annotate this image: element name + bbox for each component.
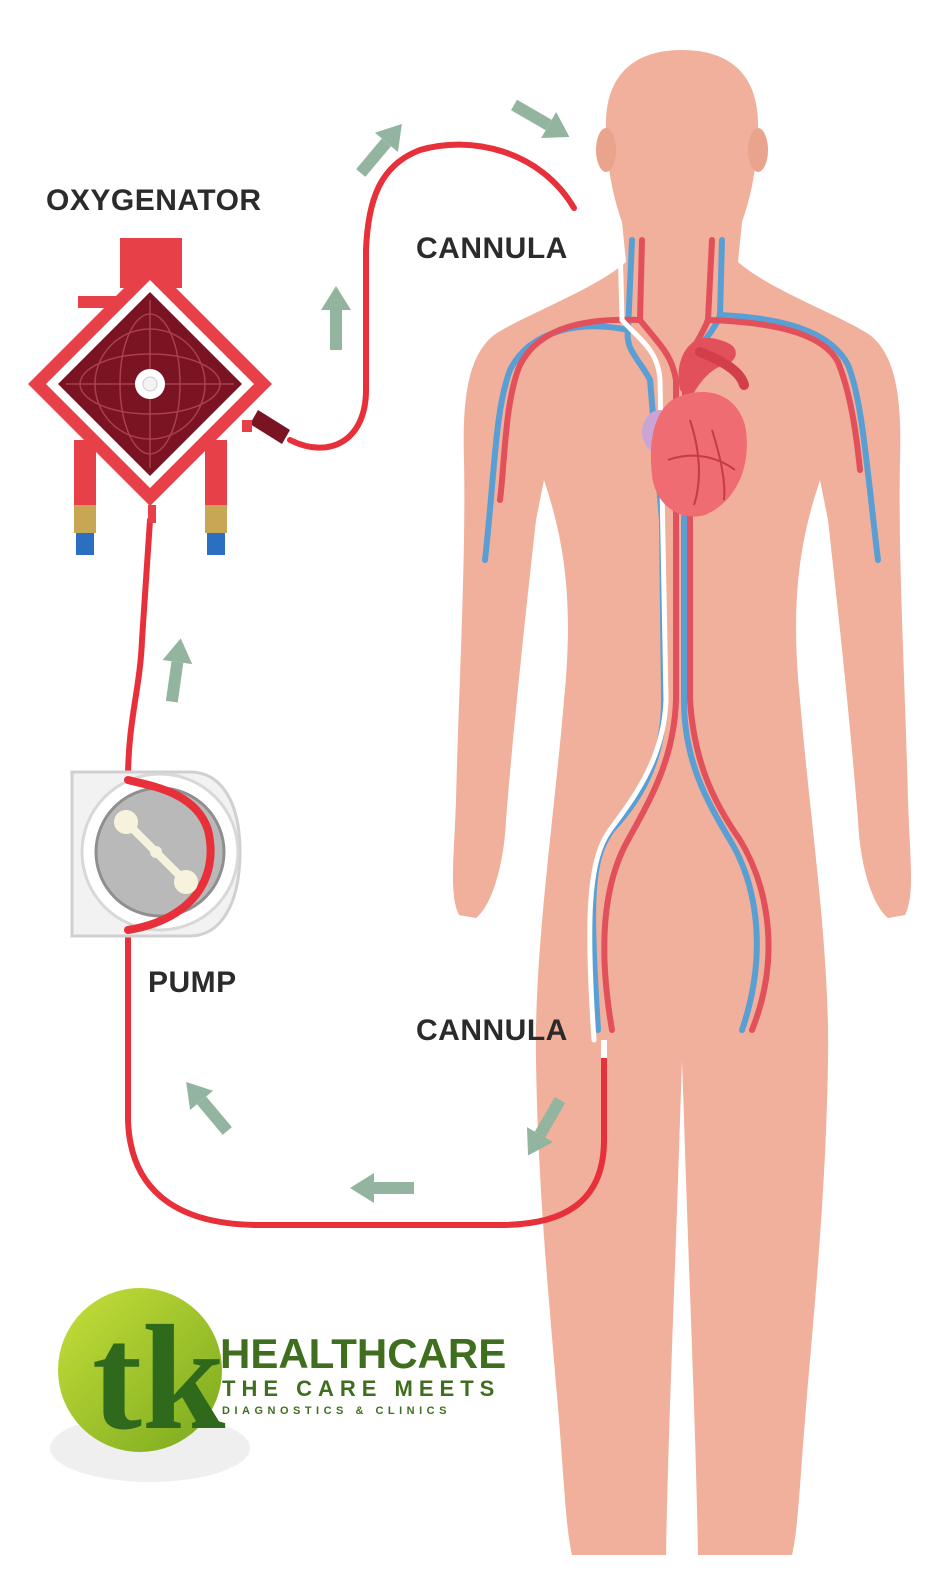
logo-mark: tk <box>92 1295 226 1461</box>
human-body <box>452 50 912 1555</box>
arrow-up-right <box>321 286 351 350</box>
cannula-top-label: CANNULA <box>416 232 568 265</box>
drain-tube <box>125 927 607 1228</box>
oxygenator <box>28 238 290 555</box>
logo-brand: HEALTHCARE <box>220 1330 506 1377</box>
arrow-up-left <box>162 638 193 703</box>
arrow-to-head <box>511 99 570 138</box>
logo-subline: DIAGNOSTICS & CLINICS <box>222 1405 451 1417</box>
cannula-bottom-label: CANNULA <box>416 1014 568 1047</box>
pump-label: PUMP <box>148 966 237 999</box>
oxygenator-label: OXYGENATOR <box>46 184 262 217</box>
flow-arrows <box>162 99 570 1203</box>
tk-healthcare-logo: tk HEALTHCARE THE CARE MEETS DIAGNOSTICS… <box>50 1288 506 1482</box>
return-tube <box>287 141 577 451</box>
arrow-lower-left <box>186 1081 232 1135</box>
cannula-line <box>587 237 669 1043</box>
logo-lime-circle <box>58 1288 222 1452</box>
pump <box>70 770 242 938</box>
arrow-down-from-leg <box>527 1097 566 1156</box>
heart <box>642 337 749 517</box>
arrow-top-curve <box>356 123 402 177</box>
logo-tagline: THE CARE MEETS <box>222 1376 500 1401</box>
arrow-bottom <box>350 1173 414 1203</box>
pump-to-oxygenator-tube <box>125 517 153 783</box>
